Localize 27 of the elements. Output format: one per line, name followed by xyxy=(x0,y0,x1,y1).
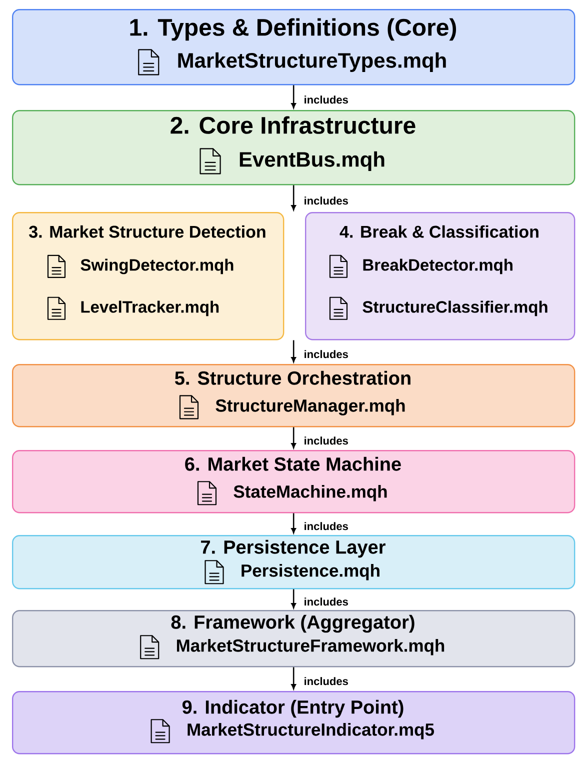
edge-label: includes xyxy=(302,196,350,206)
file-name: StructureManager.mqh xyxy=(216,398,405,416)
layer-title: 4. Break & Classification xyxy=(340,225,538,238)
layer-title: 1. Types & Definitions (Core) xyxy=(130,18,456,41)
edge-label: includes xyxy=(302,94,350,105)
layer-title: 7. Persistence Layer xyxy=(201,540,386,558)
layer-title: 3. Market Structure Detection xyxy=(29,225,266,238)
file-name: MarketStructureIndicator.mq5 xyxy=(188,722,434,740)
edge-label: includes xyxy=(302,521,350,532)
file-name: BreakDetector.mqh xyxy=(363,258,512,274)
file-name: SwingDetector.mqh xyxy=(80,258,234,274)
layer-title: 5. Structure Orchestration xyxy=(174,370,410,385)
file-name: MarketStructureTypes.mqh xyxy=(178,52,446,72)
file-name: EventBus.mqh xyxy=(240,151,384,171)
file-name: StateMachine.mqh xyxy=(234,484,387,502)
file-name: LevelTracker.mqh xyxy=(81,300,219,316)
edge-label: includes xyxy=(302,436,350,446)
edge-label: includes xyxy=(302,596,350,607)
edge-label: includes xyxy=(302,676,350,686)
layer-title: 6. Market State Machine xyxy=(185,456,401,471)
file-name: StructureClassifier.mqh xyxy=(362,300,548,316)
layer-title: 8. Framework (Aggregator) xyxy=(171,614,414,633)
edge-label: includes xyxy=(302,349,350,360)
layer-title: 9. Indicator (Entry Point) xyxy=(182,700,404,718)
file-name: Persistence.mqh xyxy=(242,564,380,580)
layer-title: 2. Core Infrastructure xyxy=(170,116,416,134)
file-name: MarketStructureFramework.mqh xyxy=(176,638,444,656)
